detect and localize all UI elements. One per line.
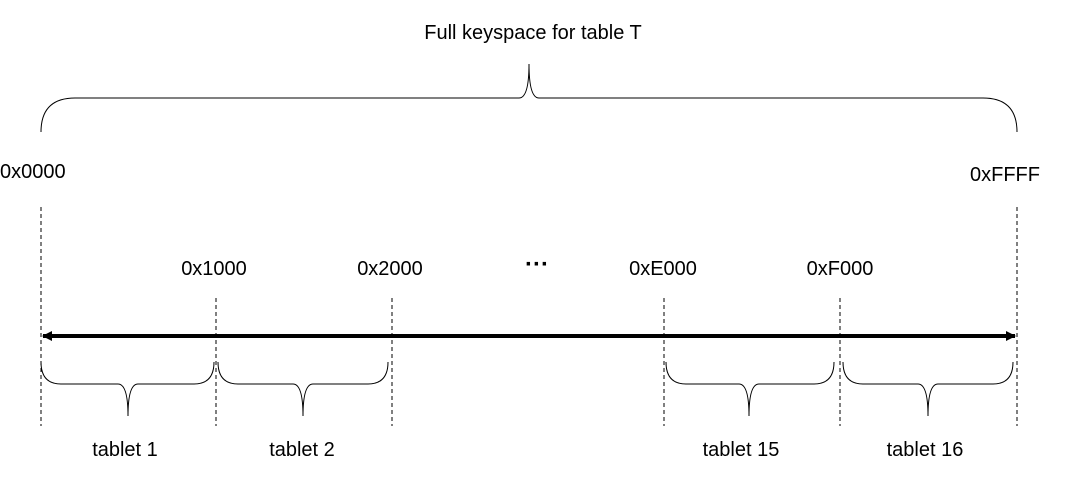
boundary-label-0xE000: 0xE000: [629, 258, 697, 280]
ellipsis: ···: [525, 251, 549, 278]
tablet-2-brace: [217, 361, 389, 417]
diagram-title: Full keyspace for table T: [424, 22, 642, 44]
boundary-label-0x2000: 0x2000: [357, 258, 423, 280]
tablet-label-1: tablet 1: [92, 439, 158, 461]
tablet-label-16: tablet 16: [887, 439, 964, 461]
boundary-label-0xF000: 0xF000: [807, 258, 874, 280]
tablet-label-2: tablet 2: [269, 439, 335, 461]
full-keyspace-brace: [40, 63, 1018, 133]
boundary-label-0x1000: 0x1000: [181, 258, 247, 280]
tablet-16-brace: [842, 361, 1014, 417]
tablet-1-brace: [40, 361, 215, 417]
tablet-15-brace: [665, 361, 835, 417]
range-end-label: 0xFFFF: [970, 164, 1040, 186]
range-start-label: 0x0000: [0, 161, 66, 183]
tablet-label-15: tablet 15: [703, 439, 780, 461]
